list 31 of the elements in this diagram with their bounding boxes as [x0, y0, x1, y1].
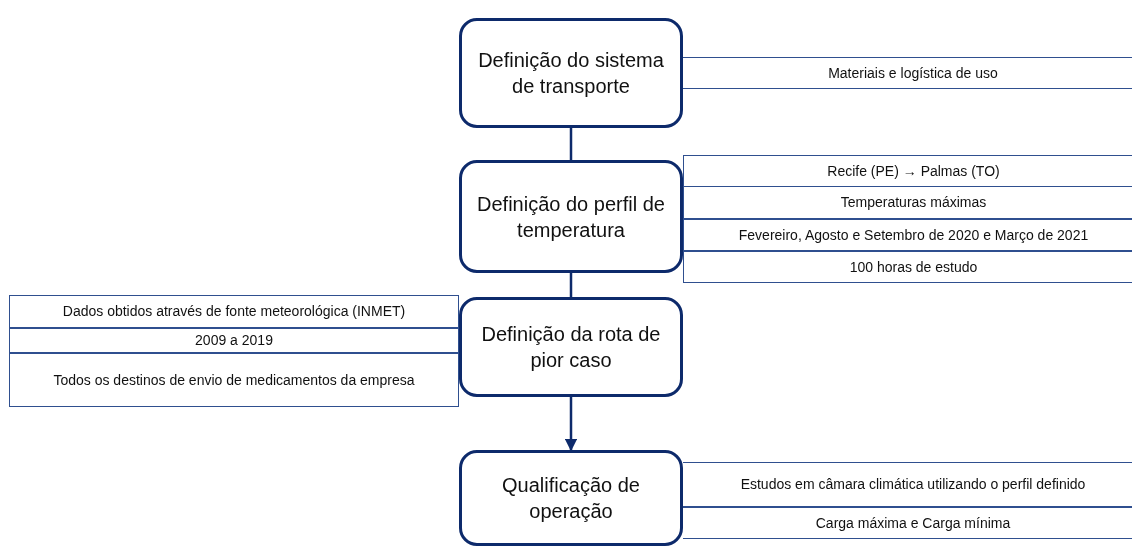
table-row [9, 295, 459, 328]
box-text: Definição do sistema de transporte [477, 48, 665, 99]
box-text: Fevereiro, Agosto e Setembro de 2020 e Março de 2021 [738, 225, 1089, 245]
table-row [683, 155, 1132, 187]
table-row [683, 219, 1132, 251]
box-text: Recife (PE) → Palmas (TO) [827, 161, 1000, 181]
box-text: Definição do perfil de temperatura [476, 191, 666, 243]
process-box [459, 18, 683, 128]
box-text: Carga máxima e Carga mínima [815, 513, 1011, 533]
arrow [564, 397, 578, 452]
process-box [459, 450, 683, 546]
box-text: Todos os destinos de envio de medicamentos da empresa [53, 370, 415, 390]
connector-line [569, 128, 573, 160]
box-text: Materiais e logística de uso [828, 63, 998, 83]
box-text: Estudos em câmara climática utilizando o perfil definido [740, 475, 1086, 494]
box-text: Definição da rota de pior caso [480, 322, 662, 373]
box-text: Qualificação de operação [501, 473, 641, 524]
box-text: 2009 a 2019 [195, 331, 273, 350]
table-row [9, 353, 459, 407]
table-row [683, 507, 1132, 539]
table-row [683, 462, 1132, 507]
table-row [683, 186, 1132, 219]
box-text: Temperaturas máximas [840, 193, 987, 212]
box-text: 100 horas de estudo [849, 257, 978, 277]
table-row [683, 251, 1132, 283]
box-text: Dados obtidos através de fonte meteorológica (INMET) [62, 302, 406, 321]
process-box [459, 297, 683, 397]
connector-line [569, 273, 573, 297]
table-row [9, 328, 459, 353]
process-box [459, 160, 683, 273]
table-row [683, 57, 1132, 89]
